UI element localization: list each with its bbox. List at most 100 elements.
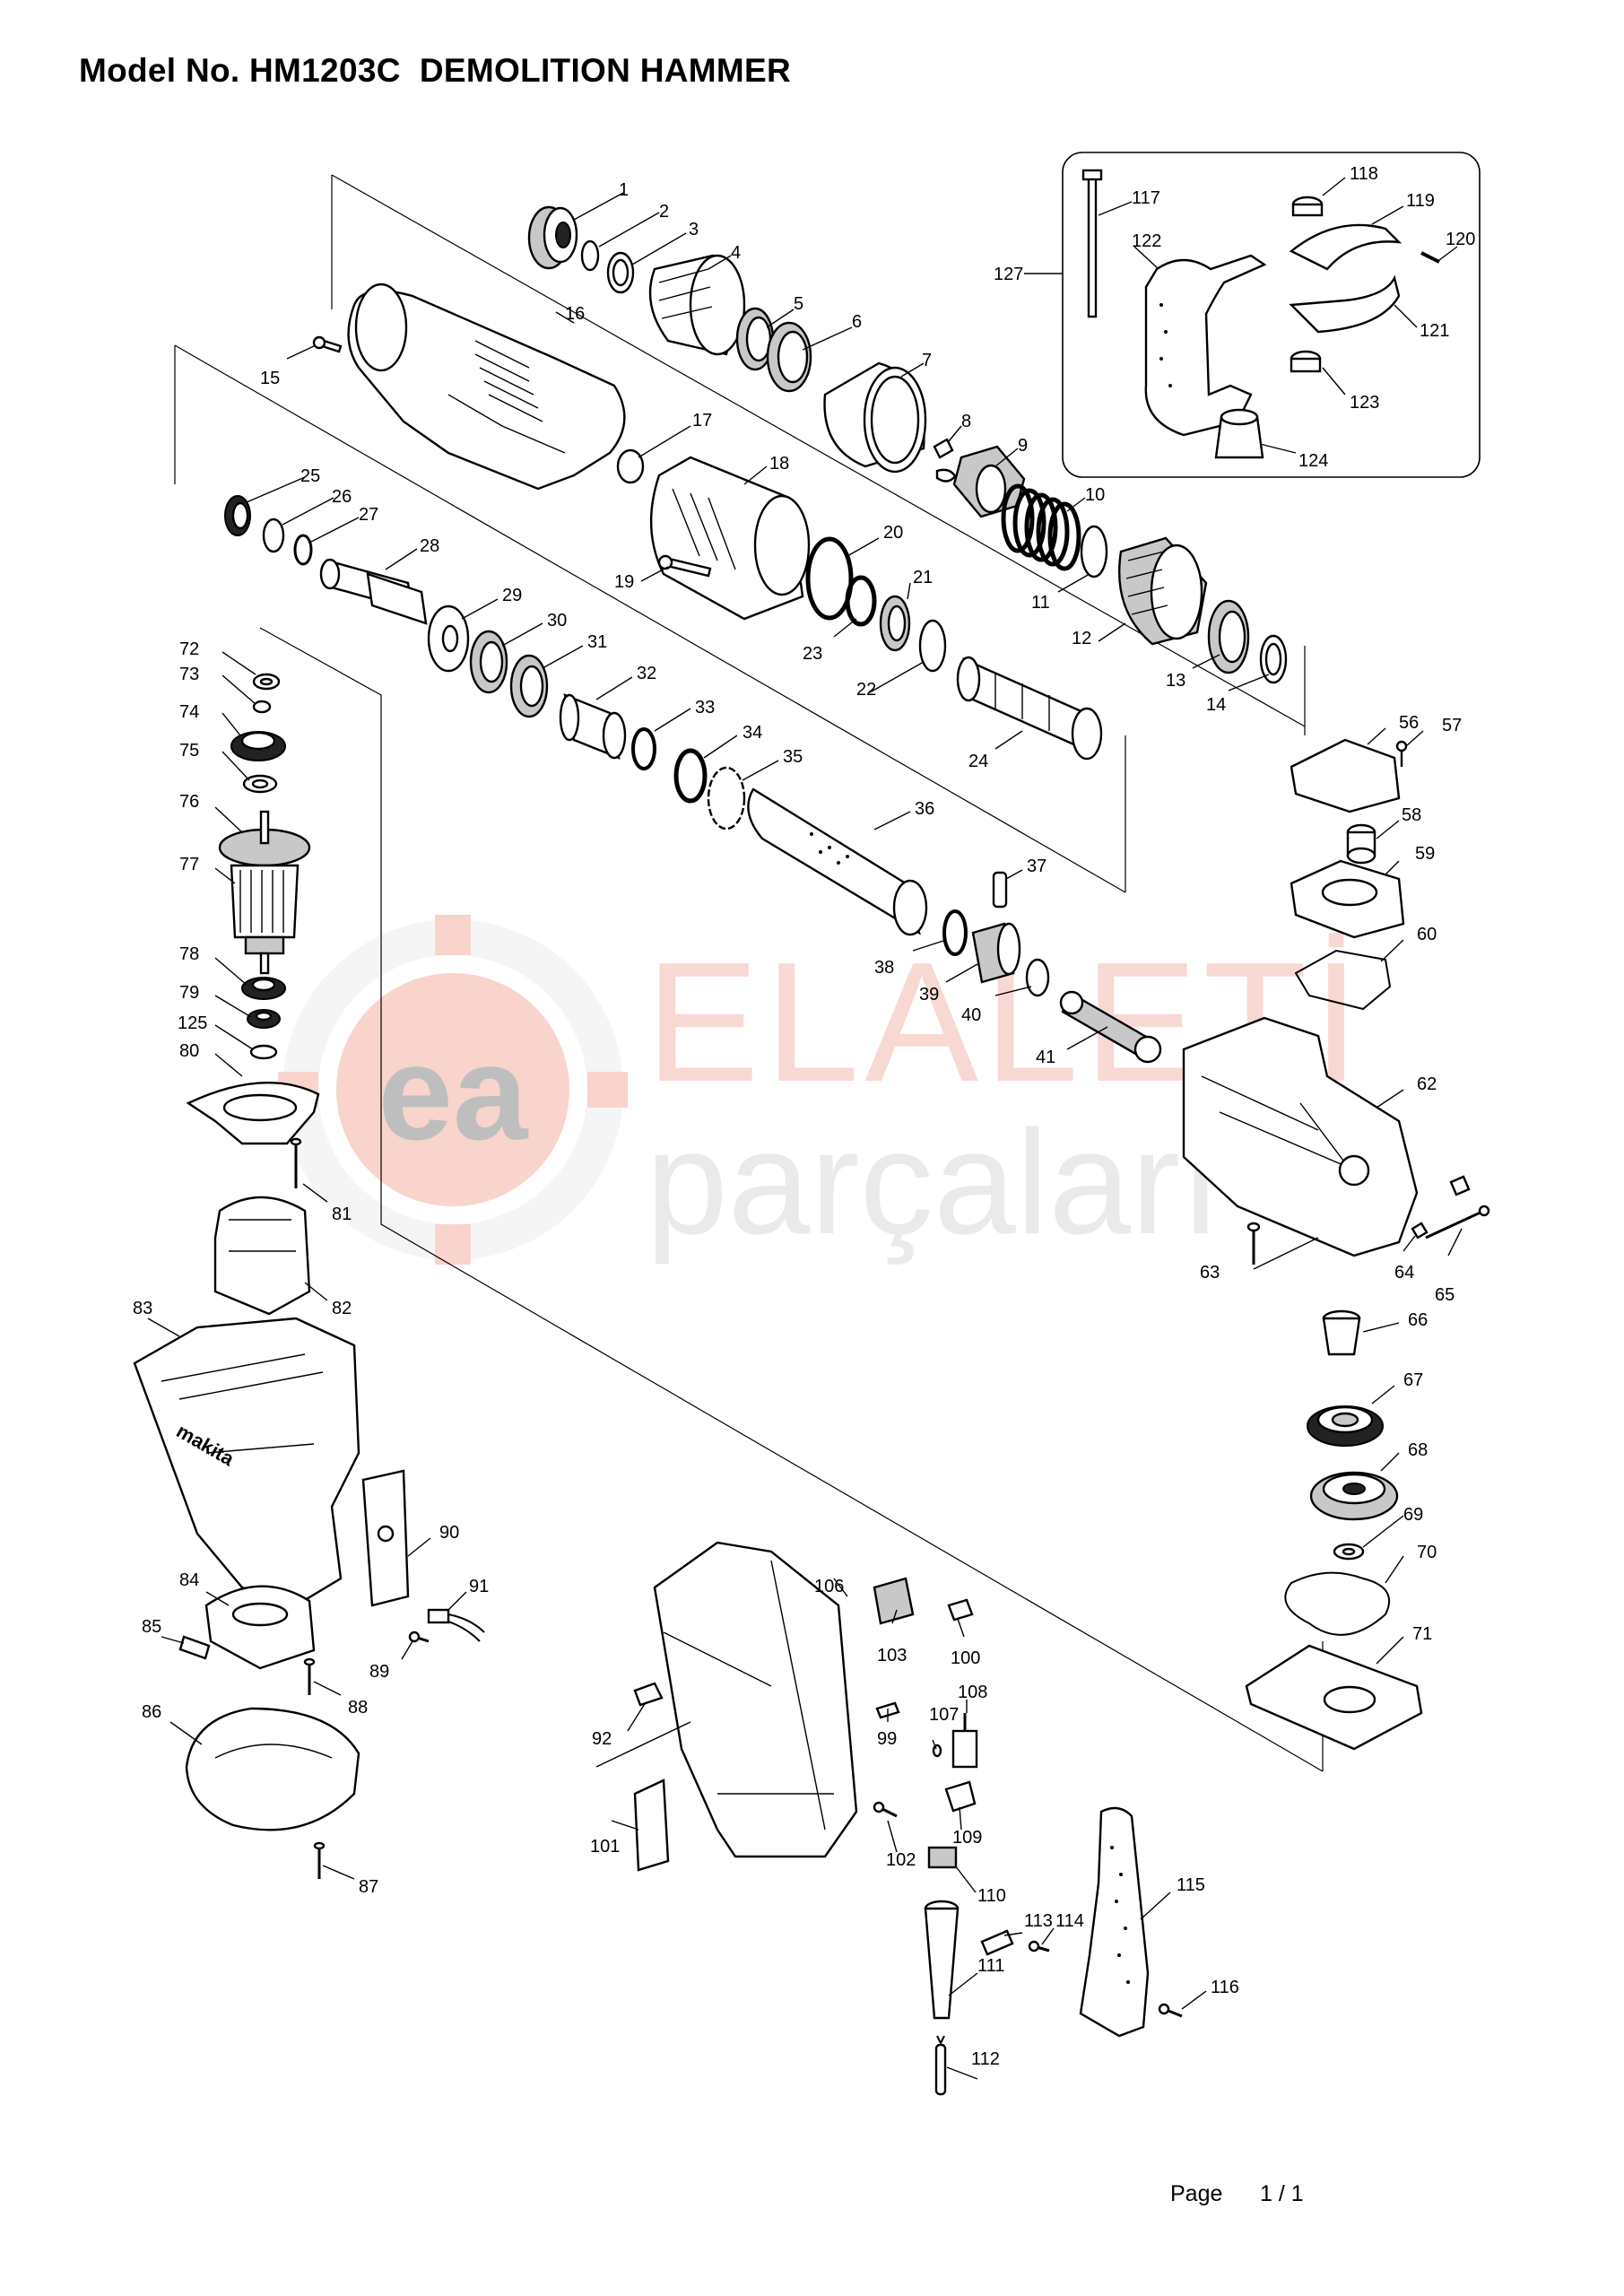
part-66-spindle <box>1322 1309 1361 1356</box>
part-102-screw <box>873 1801 898 1818</box>
part-113-cord-guard <box>980 1929 1014 1956</box>
callout-4: 4 <box>731 243 741 263</box>
callout-36: 36 <box>915 799 934 819</box>
watermark-gear-logo: ea <box>278 915 628 1265</box>
part-73-cap <box>252 700 272 714</box>
callout-86: 86 <box>142 1702 161 1722</box>
callout-72: 72 <box>179 639 199 659</box>
callout-34: 34 <box>743 723 762 743</box>
callout-58: 58 <box>1402 805 1421 825</box>
callout-73: 73 <box>179 665 199 684</box>
callout-3: 3 <box>689 220 699 239</box>
part-16-barrel-housing <box>347 283 626 491</box>
callout-92: 92 <box>592 1729 612 1749</box>
part-121-band <box>1289 274 1401 334</box>
callout-66: 66 <box>1408 1310 1428 1330</box>
part-23-o-ring <box>845 575 877 627</box>
callout-33: 33 <box>695 698 715 718</box>
callout-85: 85 <box>142 1617 161 1637</box>
part-68-gear <box>1309 1471 1399 1521</box>
part-22-ring <box>918 619 947 673</box>
callout-23: 23 <box>803 644 822 664</box>
part-70-gasket <box>1284 1571 1390 1636</box>
part-71-cover-plate <box>1245 1644 1423 1751</box>
callout-21: 21 <box>913 568 933 587</box>
part-29-washer <box>427 604 470 673</box>
part-30-ring <box>469 630 508 694</box>
part-75-washer <box>242 774 278 794</box>
page-number: 1 / 1 <box>1260 2181 1304 2206</box>
callout-9: 9 <box>1018 436 1028 456</box>
part-6-seal <box>766 321 812 393</box>
callout-6: 6 <box>852 312 862 332</box>
callout-24: 24 <box>968 752 988 771</box>
callout-64: 64 <box>1394 1263 1414 1283</box>
part-8-pin <box>933 438 957 483</box>
callout-27: 27 <box>359 505 378 525</box>
part-80-baffle <box>186 1082 320 1145</box>
part-107-pin <box>932 1744 942 1758</box>
callout-16: 16 <box>565 304 585 324</box>
callout-82: 82 <box>332 1299 352 1318</box>
part-123-spacer <box>1290 350 1322 373</box>
callout-2: 2 <box>659 202 669 222</box>
part-116-screw <box>1158 2003 1183 2018</box>
callout-7: 7 <box>922 351 932 370</box>
callout-91: 91 <box>469 1577 489 1596</box>
watermark-tagline: parçaları <box>646 1100 1221 1265</box>
callout-17: 17 <box>692 411 712 430</box>
callout-59: 59 <box>1415 844 1435 864</box>
part-28-striker <box>319 558 428 625</box>
part-89-screw <box>408 1631 430 1643</box>
part-84-brush-holder <box>204 1585 316 1670</box>
assembly-axis-lines <box>174 174 1324 1772</box>
part-7-holder <box>823 361 927 474</box>
callout-69: 69 <box>1403 1505 1423 1525</box>
callout-81: 81 <box>332 1205 352 1224</box>
callout-68: 68 <box>1408 1440 1428 1460</box>
part-77-armature <box>230 864 300 975</box>
callout-28: 28 <box>420 536 439 556</box>
part-34-o-ring <box>673 748 708 804</box>
part-10-spring <box>1001 483 1081 571</box>
part-24-tool-holder <box>956 656 1103 761</box>
part-4-retainer <box>648 254 746 356</box>
part-17-ring <box>616 448 645 484</box>
part-31-ring <box>509 654 549 718</box>
part-112-cord <box>934 2035 947 2096</box>
part-13-bearing <box>1207 599 1250 674</box>
callout-110: 110 <box>977 1886 1006 1906</box>
callout-116: 116 <box>1211 1978 1239 1997</box>
part-100-lock-button <box>947 1598 974 1622</box>
part-91-cord-connector <box>427 1608 485 1642</box>
callout-62: 62 <box>1417 1074 1437 1094</box>
callout-13: 13 <box>1166 671 1185 691</box>
part-63-screw <box>1246 1222 1261 1265</box>
part-124-knob <box>1214 408 1264 459</box>
callout-41: 41 <box>1036 1048 1055 1067</box>
part-33-o-ring <box>631 727 656 770</box>
part-86-rear-cover <box>185 1707 360 1831</box>
part-111-strain-relief <box>924 1900 960 2020</box>
part-3-ring <box>606 251 635 294</box>
part-108-switch <box>951 1713 978 1769</box>
part-36-cylinder <box>747 787 928 936</box>
callout-112: 112 <box>971 2049 1000 2069</box>
callout-80: 80 <box>179 1041 199 1061</box>
callout-119: 119 <box>1406 191 1435 211</box>
part-76-armature-fan <box>218 810 311 867</box>
callout-123: 123 <box>1350 393 1379 413</box>
callout-111: 111 <box>977 1956 1004 1976</box>
callout-90: 90 <box>439 1523 459 1543</box>
callout-109: 109 <box>952 1828 982 1848</box>
callout-numbers: 1 2 3 4 5 6 7 8 9 10 11 12 13 14 15 16 1… <box>133 164 1475 2069</box>
callout-31: 31 <box>587 632 607 652</box>
part-26-ring <box>262 517 285 553</box>
callout-103: 103 <box>877 1646 907 1665</box>
part-39-piston <box>971 922 1021 984</box>
callout-101: 101 <box>590 1837 620 1857</box>
callout-87: 87 <box>359 1877 378 1897</box>
part-92-cable-clamp <box>633 1682 664 1707</box>
part-27-ring <box>293 534 313 566</box>
part-101-label <box>633 1779 670 1872</box>
